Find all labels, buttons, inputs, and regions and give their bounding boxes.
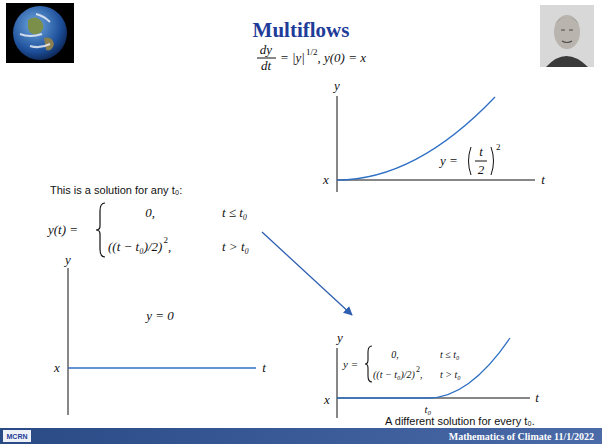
note-text: A different solution for every t₀. [385, 415, 535, 427]
brace [96, 203, 105, 257]
portrait-hair [555, 17, 579, 24]
portrait-features [561, 30, 573, 43]
solution-line [337, 397, 428, 398]
equation-term: dy [260, 42, 272, 58]
equation-term: ((t − t₀)/2) [108, 239, 162, 255]
equation-term: , [168, 239, 171, 255]
parenthesis [491, 147, 494, 175]
equation-term: t > t₀ [440, 369, 461, 380]
equation-term: = |y| [280, 50, 305, 66]
equation-term: y = [343, 358, 358, 370]
earth-clouds [20, 14, 50, 47]
equation-term: dt [261, 58, 271, 74]
earth-photo-ground [6, 3, 74, 63]
logo-text: MCRN [7, 433, 28, 440]
t-axis [337, 180, 535, 181]
axis-label: y [337, 330, 343, 346]
axis-label: t [535, 390, 539, 406]
equation-term: , y(0) = x [317, 50, 365, 66]
exponent: 1/2 [306, 47, 318, 57]
y-axis [337, 96, 338, 192]
solution-curve [337, 97, 495, 180]
exponent: 2 [163, 235, 168, 245]
axis-label: y [334, 78, 340, 94]
axis-label: x [324, 392, 330, 408]
curve-label: y = [440, 153, 458, 169]
equation-term: , [420, 369, 423, 380]
parenthesis [469, 147, 472, 175]
solution-line [68, 367, 256, 368]
portrait-jacket [546, 56, 588, 67]
exponent: 2 [416, 365, 420, 374]
portrait-face [554, 15, 580, 49]
exponent: 2 [496, 142, 501, 152]
brace [365, 346, 372, 382]
curve-label: t [479, 144, 483, 160]
footer-bar [0, 428, 602, 444]
curve-label: y = 0 [146, 308, 174, 324]
y-axis [337, 348, 338, 418]
pointer-arrow [262, 232, 352, 315]
axis-label: x [54, 360, 60, 376]
curve-label: 2 [478, 162, 485, 178]
equation-term: 0, [145, 205, 155, 221]
axis-label: t [262, 360, 266, 376]
equation-term: t > t₀ [222, 239, 249, 255]
slide-title: Multiflows [253, 18, 350, 43]
note-text: This is a solution for any t₀: [50, 184, 182, 196]
tick-label: t₀ [425, 403, 432, 415]
axis-label: t [541, 172, 545, 188]
equation-term: 0, [391, 349, 399, 360]
equation-term: t ≤ t₀ [222, 205, 247, 221]
equation-term: ((t − t₀)/2) [373, 369, 415, 380]
equation-term: y(t) = [48, 222, 78, 238]
y-axis [68, 268, 69, 415]
axis-label: y [65, 252, 71, 268]
solution-curve [428, 338, 510, 398]
fraction-bar [475, 161, 487, 162]
footer-text: Mathematics of Climate 11/1/2022 [449, 431, 594, 442]
portrait-photo [540, 5, 594, 67]
earth-photo [13, 6, 67, 60]
axis-label: x [323, 172, 329, 188]
logo-box [3, 430, 31, 442]
earth-land [28, 17, 43, 34]
equation-term: t ≤ t₀ [440, 349, 460, 360]
